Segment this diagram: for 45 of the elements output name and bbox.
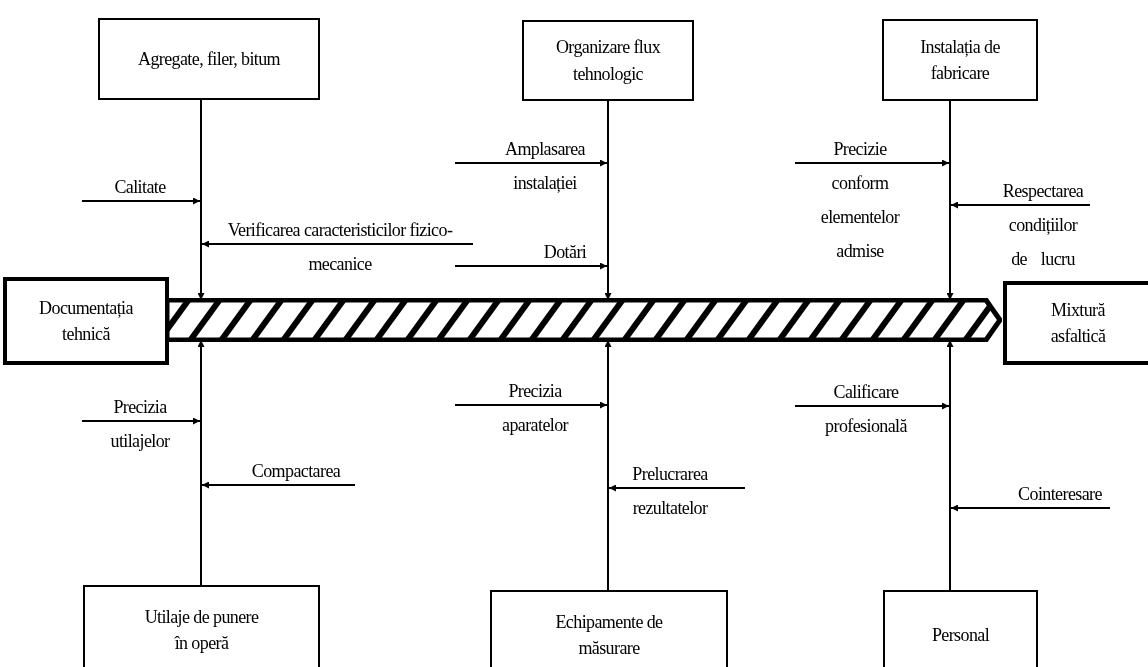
bone-line xyxy=(949,350,951,590)
cause-arrow xyxy=(604,339,612,351)
sub-cause-arrow xyxy=(454,159,608,167)
sub-cause-arrow xyxy=(454,262,608,270)
sub-cause-arrow xyxy=(454,401,608,409)
sub-cause-arrow xyxy=(81,197,201,205)
cause-arrow xyxy=(604,289,612,301)
edge-label: Precizia aparatelor xyxy=(501,380,570,437)
sub-cause-arrow xyxy=(794,159,950,167)
cause-arrow xyxy=(946,339,954,351)
cause-box: Instalația de fabricare xyxy=(882,19,1038,101)
sub-cause-arrow xyxy=(81,417,201,425)
cause-box: Organizare flux tehnologic xyxy=(522,20,694,101)
bone-line xyxy=(200,100,202,290)
bone-line xyxy=(200,350,202,585)
cause-box: Utilaje de punere în operă xyxy=(83,585,320,667)
sub-cause-arrow xyxy=(608,484,746,492)
cause-box: Agregate, filer, bitum xyxy=(98,18,320,100)
edge-label: Dotări xyxy=(542,241,588,264)
edge-label: Precizie conform elementelor admise xyxy=(819,138,901,263)
bone-line xyxy=(607,350,609,590)
bone-line xyxy=(607,101,609,290)
terminal-box: Documentația tehnică xyxy=(3,277,169,365)
edge-label: Prelucrarea rezultatelor xyxy=(631,463,709,520)
sub-cause-arrow xyxy=(201,240,474,248)
edge-label: Cointeresare xyxy=(1017,483,1103,506)
cause-box: Echipamente de măsurare xyxy=(490,590,728,667)
edge-label: Compactarea xyxy=(250,460,342,483)
cause-arrow xyxy=(197,339,205,351)
edge-label: Verificarea caracteristicilor fizico-mecanice xyxy=(226,219,454,276)
cause-box: Personal xyxy=(883,590,1038,667)
edge-label: Amplasarea instalației xyxy=(504,138,586,195)
edge-label: Respectarea condițiilor de lucru xyxy=(1001,180,1085,271)
bone-line xyxy=(949,101,951,290)
edge-label: Precizia utilajelor xyxy=(109,396,171,453)
sub-cause-arrow xyxy=(794,402,950,410)
sub-cause-arrow xyxy=(201,481,356,489)
edge-label: Calificare profesională xyxy=(824,381,908,438)
sub-cause-arrow xyxy=(950,504,1111,512)
sub-cause-arrow xyxy=(950,201,1091,209)
cause-arrow xyxy=(946,289,954,301)
hatched-spine-arrow xyxy=(167,298,1002,342)
terminal-box: Mixtură asfaltică xyxy=(1003,281,1148,365)
cause-arrow xyxy=(197,289,205,301)
edge-label: Calitate xyxy=(113,176,167,199)
